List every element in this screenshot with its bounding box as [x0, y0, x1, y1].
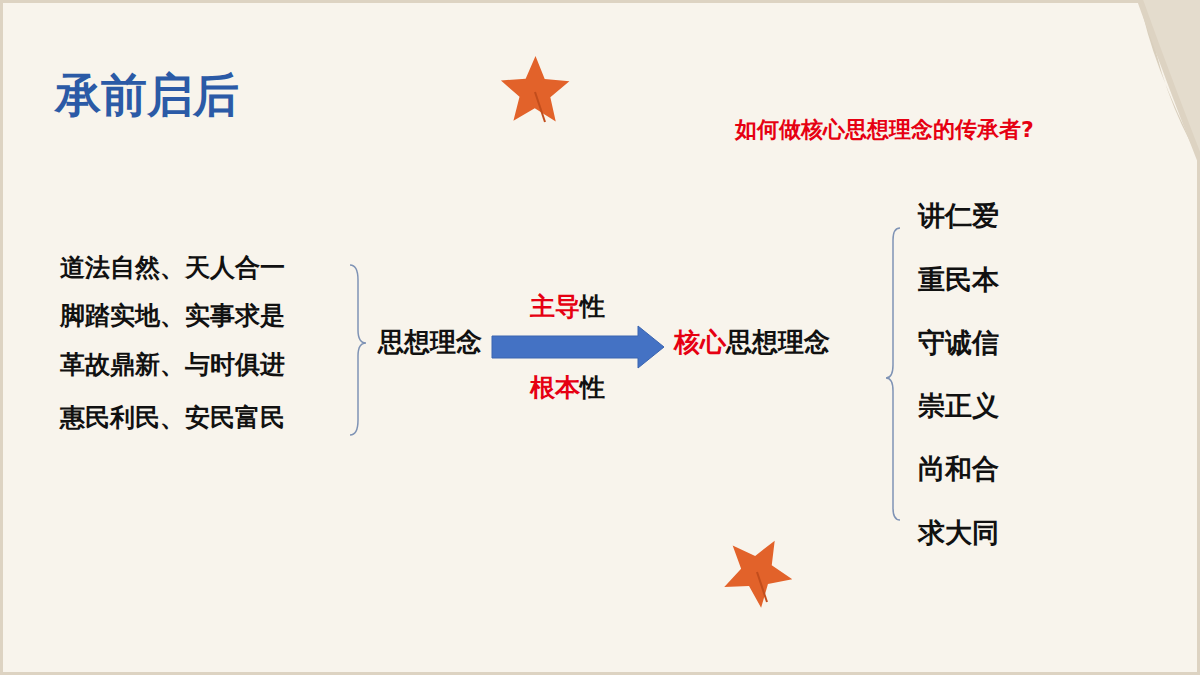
brace	[886, 228, 900, 520]
leaf-stem	[535, 92, 545, 122]
concept-node: 思想理念	[372, 323, 488, 362]
list-item: 道法自然、天人合一	[60, 253, 285, 283]
list-item: 求大同	[918, 517, 999, 549]
maple-leaf	[724, 541, 792, 608]
concept-node: 核心思想理念	[668, 323, 836, 362]
list-item: 惠民利民、安民富民	[60, 403, 285, 433]
leaf-stem	[757, 572, 767, 602]
list-item: 讲仁爱	[918, 200, 999, 232]
title: 承前启后	[55, 68, 239, 123]
brace	[350, 265, 366, 435]
maple-leaf	[501, 56, 569, 121]
node-text: 思想理念	[378, 327, 482, 358]
node-text: 核心	[674, 327, 726, 358]
question: 如何做核心思想理念的传承者?	[735, 117, 1034, 143]
list-item: 革故鼎新、与时俱进	[60, 350, 285, 380]
arrow-note: 根本	[530, 373, 580, 403]
list-item: 脚踏实地、实事求是	[60, 301, 285, 331]
node-text: 思想理念	[726, 327, 830, 358]
list-item: 崇正义	[918, 390, 999, 422]
block-arrow	[492, 326, 664, 368]
arrow-note: 主导	[530, 292, 580, 322]
list-item: 守诚信	[918, 327, 999, 359]
arrow-note: 性	[580, 373, 605, 403]
list-item: 尚和合	[918, 453, 999, 485]
list-item: 重民本	[918, 264, 999, 296]
arrow-note: 性	[580, 292, 605, 322]
